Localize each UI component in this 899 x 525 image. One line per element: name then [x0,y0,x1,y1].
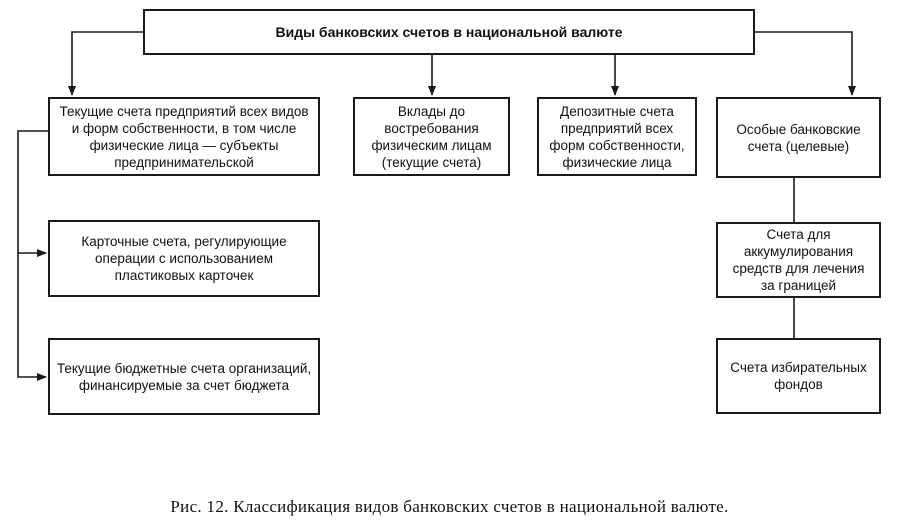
figure-caption: Рис. 12. Классификация видов банковских … [170,497,729,516]
box-treatment-abroad: Счета для аккумулирования средств для ле… [716,222,881,298]
box-budget-accounts: Текущие бюджетные счета организаций, фин… [48,338,320,415]
arrow-title-to-current-accounts [68,31,143,96]
box-deposit-accounts-text: Депозитные счета предприятий всех форм с… [549,103,685,170]
box-election-funds-text: Счета избирательных фондов [730,360,867,392]
arrow-to-card-accounts [17,130,48,257]
arrow-to-budget-accounts [17,253,47,381]
box-card-accounts: Карточные счета, регулирующие операции с… [48,220,320,297]
box-budget-accounts-text: Текущие бюджетные счета организаций, фин… [56,360,312,393]
box-election-funds: Счета избирательных фондов [716,338,881,414]
diagram-title: Виды банковских счетов в национальной ва… [275,23,623,40]
box-special-accounts-text: Особые банковские счета (целевые) [736,121,861,154]
box-demand-deposits: Вклады до востребования физическим лицам… [353,97,510,176]
box-deposit-accounts: Депозитные счета предприятий всех форм с… [537,97,697,176]
box-treatment-abroad-text: Счета для аккумулирования средств для ле… [732,227,865,293]
box-current-enterprise-accounts: Текущие счета предприятий всех видов и ф… [48,97,320,176]
box-current-enterprise-accounts-text: Текущие счета предприятий всех видов и ф… [59,103,309,170]
diagram-title-box: Виды банковских счетов в национальной ва… [143,9,755,55]
arrow-title-to-special-accounts [755,31,856,96]
box-special-accounts: Особые банковские счета (целевые) [716,97,881,178]
box-card-accounts-text: Карточные счета, регулирующие операции с… [81,234,287,283]
box-demand-deposits-text: Вклады до востребования физическим лицам… [371,103,492,170]
